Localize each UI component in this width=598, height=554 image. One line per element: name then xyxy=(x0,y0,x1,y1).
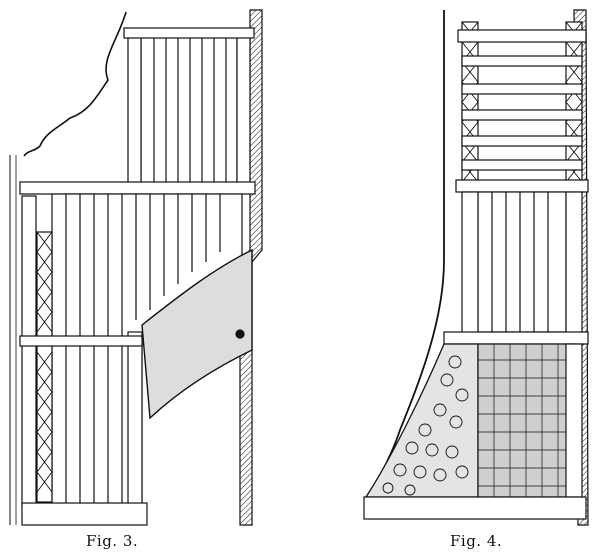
fig3-fill-wedge xyxy=(141,248,253,420)
fig4-log-fill xyxy=(364,343,479,498)
fig3-lower-lagging xyxy=(51,343,143,510)
fig4-log-ends xyxy=(382,355,469,496)
fig4-mid-plate xyxy=(443,331,589,345)
fig4-rock-crib xyxy=(477,343,583,498)
figure-4-caption: Fig. 4. xyxy=(450,532,503,550)
fig3-top-cap xyxy=(123,27,255,39)
fig3-left-outer-post xyxy=(21,195,37,507)
fig3-upper-lagging xyxy=(140,33,238,185)
fig4-upper-crib xyxy=(455,21,589,193)
figure-3-diagram xyxy=(9,9,263,526)
figure-4-diagram xyxy=(363,9,589,526)
fig3-upper-left-post xyxy=(127,35,142,187)
fig4-middle-lagging xyxy=(461,191,583,338)
fig3-wall-plate xyxy=(19,181,256,195)
figure-3-caption: Fig. 3. xyxy=(86,532,139,550)
fig3-mid-plate xyxy=(19,335,143,347)
fig3-rock-outline xyxy=(23,11,127,157)
fig3-crib-column xyxy=(36,231,53,503)
fig4-bottom-sill xyxy=(363,496,587,520)
fig3-upper-right-post xyxy=(236,35,251,187)
fig3-bottom-sill xyxy=(21,502,148,526)
fig3-lower-right-post xyxy=(127,331,143,511)
